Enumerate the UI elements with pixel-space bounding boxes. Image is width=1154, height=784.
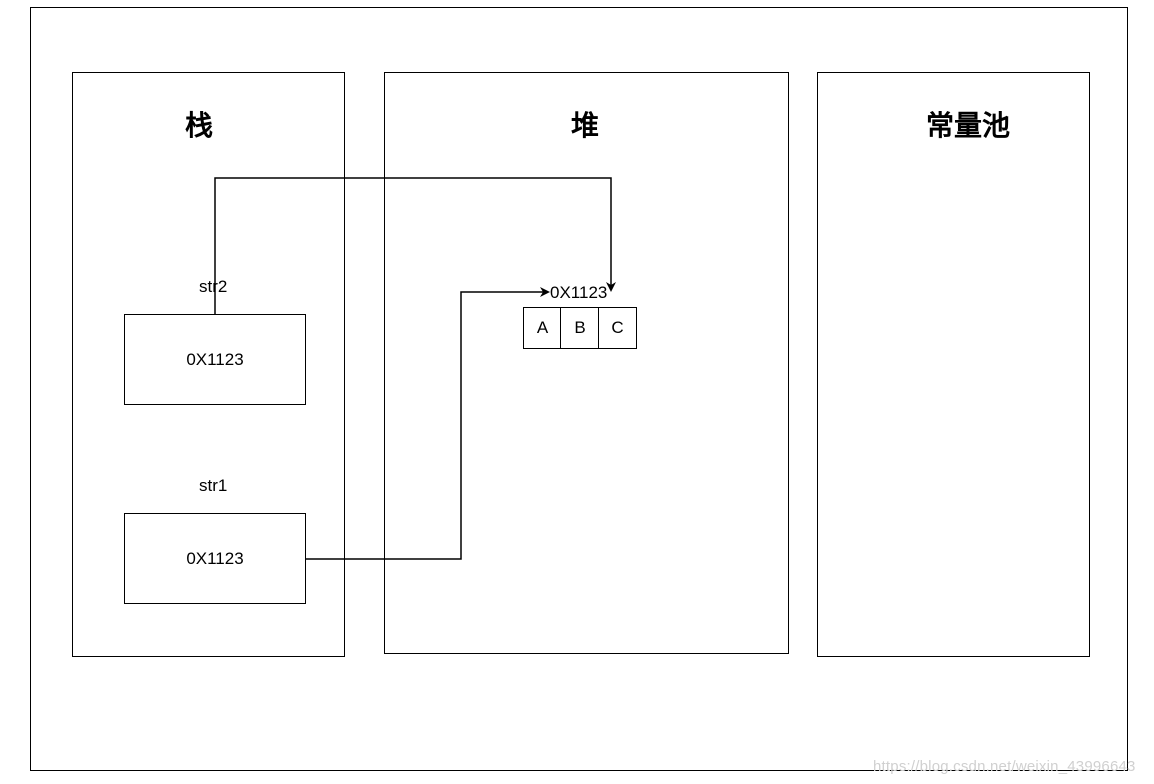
char-c: C xyxy=(611,318,624,337)
heap-object-address: 0X1123 xyxy=(550,283,608,302)
char-cell-a: A xyxy=(523,307,562,349)
char-a: A xyxy=(536,318,549,337)
str1-box: 0X1123 xyxy=(124,513,306,604)
str1-label: str1 xyxy=(199,476,228,495)
char-b: B xyxy=(574,318,586,337)
stack-title: 栈 xyxy=(185,109,214,142)
char-cell-b: B xyxy=(560,307,600,349)
char-cell-c: C xyxy=(598,307,637,349)
watermark: https://blog.csdn.net/weixin_43996643 xyxy=(873,758,1136,775)
str2-box: 0X1123 xyxy=(124,314,306,405)
str2-label: str2 xyxy=(199,277,228,296)
str1-value: 0X1123 xyxy=(186,548,244,568)
str2-value: 0X1123 xyxy=(186,349,244,369)
heap-title: 堆 xyxy=(571,109,600,142)
constant-pool-region xyxy=(817,72,1090,657)
constant-pool-title: 常量池 xyxy=(926,109,1011,142)
heap-region xyxy=(384,72,789,654)
